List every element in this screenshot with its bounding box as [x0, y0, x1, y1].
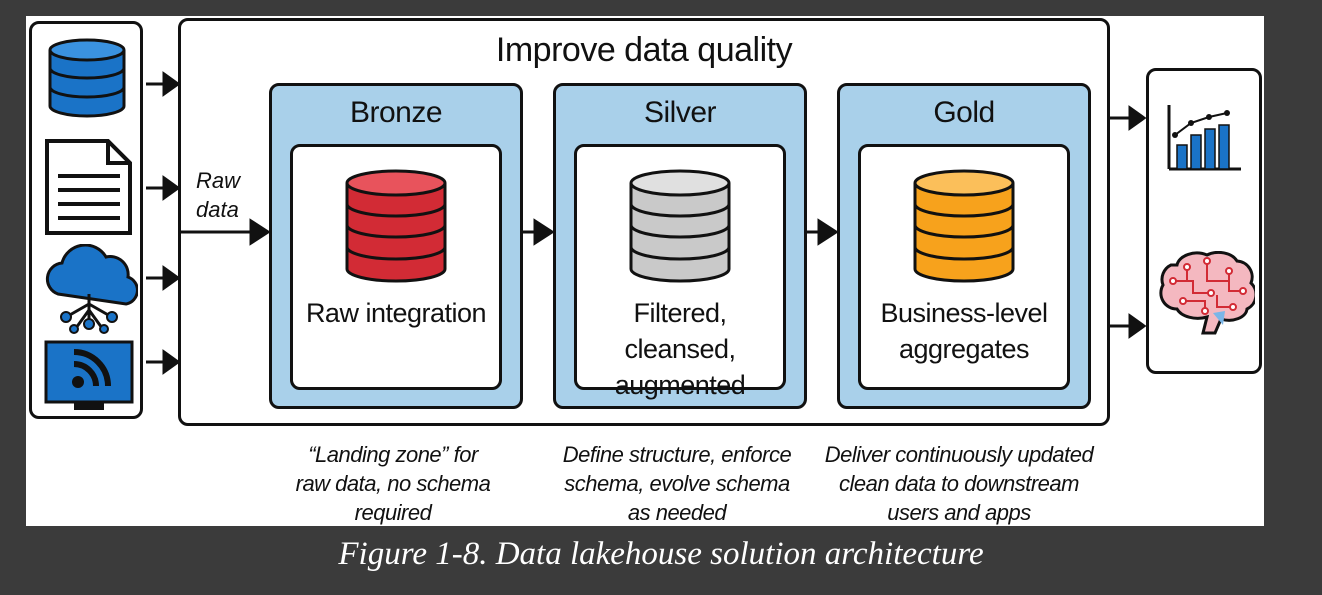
output-arrows	[1110, 105, 1146, 339]
silver-title: Silver	[643, 96, 717, 129]
bronze-label: Raw integration	[293, 295, 499, 331]
outputs-panel	[1146, 68, 1262, 374]
bronze-caption-line-2: raw data, no schema	[295, 471, 491, 496]
silver-label: Filtered, cleansed, augmented	[577, 295, 783, 403]
figure-caption: Figure 1-8. Data lakehouse solution arch…	[338, 536, 984, 572]
silver-caption-line-2: schema, evolve schema	[564, 471, 790, 496]
architecture-figure: Improve data quality Bronze Raw integrat…	[26, 16, 1264, 526]
bronze-caption-line-1: “Landing zone” for	[308, 442, 478, 467]
main-title: Improve data quality	[495, 31, 793, 69]
raw-data-label: Raw data	[196, 166, 240, 224]
silver-inner-box: Filtered, cleansed, augmented	[574, 144, 786, 400]
gold-caption-line-1: Deliver continuously updated	[824, 442, 1094, 467]
gold-label: Business-level aggregates	[861, 295, 1067, 367]
gold-caption: Deliver continuously updated clean data …	[809, 440, 1109, 527]
silver-tier: Silver Filtered, cleansed, augmented	[553, 83, 807, 409]
gold-caption-line-3: users and apps	[887, 500, 1031, 525]
silver-label-line-2: augmented	[614, 370, 746, 400]
bar-chart-icon	[1167, 105, 1241, 171]
gold-title: Gold	[933, 96, 995, 129]
flow-arrows	[181, 218, 839, 246]
gold-label-line-1: Business-level	[880, 298, 1048, 328]
silver-label-line-1: Filtered, cleansed,	[624, 298, 736, 364]
document-icon	[45, 139, 132, 235]
database-icon	[48, 38, 126, 118]
bronze-title: Bronze	[349, 96, 443, 129]
raw-data-line-1: Raw	[196, 168, 241, 193]
silver-caption: Define structure, enforce schema, evolve…	[547, 440, 807, 527]
gold-label-line-2: aggregates	[898, 334, 1030, 364]
gold-caption-line-2: clean data to downstream	[839, 471, 1079, 496]
raw-data-line-2: data	[196, 197, 239, 222]
silver-caption-line-1: Define structure, enforce	[562, 442, 792, 467]
bronze-caption-line-3: required	[354, 500, 432, 525]
rss-feed-icon	[44, 340, 134, 410]
bronze-inner-box: Raw integration	[290, 144, 502, 390]
gold-tier: Gold Business-level aggregates	[837, 83, 1091, 409]
data-sources-panel	[29, 21, 143, 419]
silver-caption-line-3: as needed	[627, 500, 727, 525]
bronze-database-icon	[345, 169, 447, 283]
bronze-tier: Bronze Raw integration	[269, 83, 523, 409]
brain-icon	[1159, 251, 1255, 335]
improve-data-quality-box: Improve data quality Bronze Raw integrat…	[178, 18, 1110, 426]
gold-inner-box: Business-level aggregates	[858, 144, 1070, 390]
cloud-network-icon	[45, 244, 138, 334]
source-arrows	[146, 71, 180, 375]
bronze-caption: “Landing zone” for raw data, no schema r…	[263, 440, 523, 527]
bronze-label-line-1: Raw integration	[305, 298, 487, 328]
silver-database-icon	[629, 169, 731, 283]
gold-database-icon	[913, 169, 1015, 283]
